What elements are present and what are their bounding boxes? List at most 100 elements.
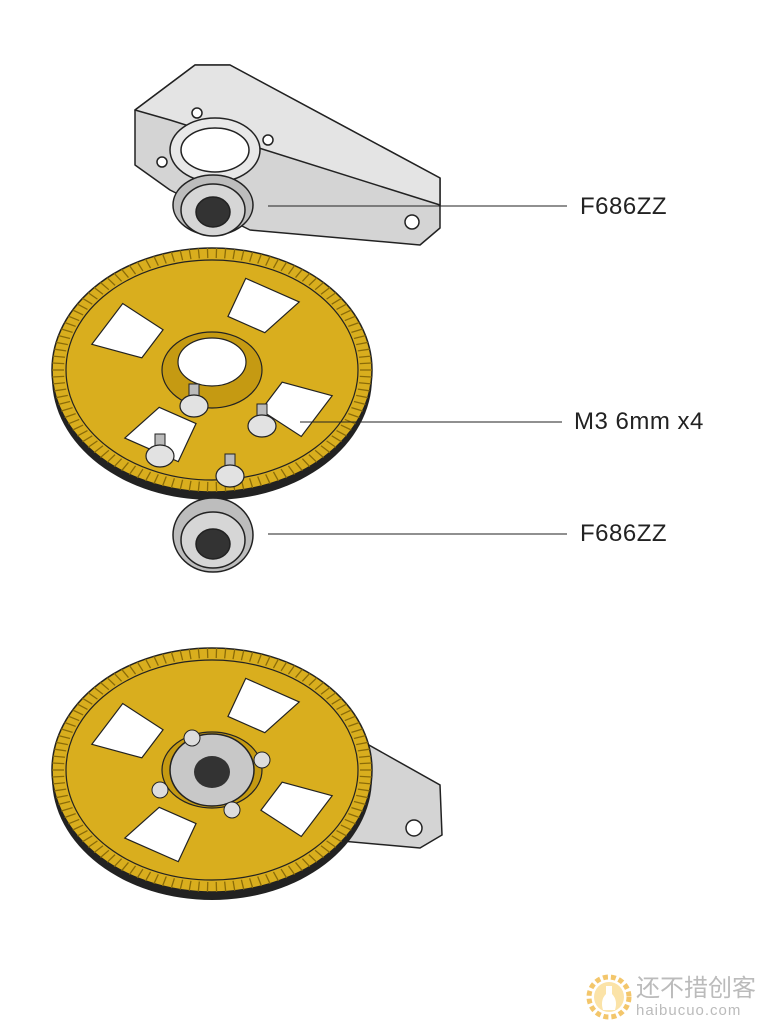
gear-tooth: [356, 341, 368, 346]
watermark-domain: haibucuo.com: [636, 1001, 742, 1019]
gear-tooth: [54, 748, 67, 752]
gear-tooth: [295, 668, 303, 678]
gear-tooth: [61, 328, 73, 333]
gear-tooth: [179, 650, 184, 661]
gear-tooth: [272, 258, 280, 269]
spoke-window: [90, 302, 164, 359]
gear-tooth: [82, 835, 93, 843]
gear-tooth: [52, 775, 65, 778]
gear-tooth: [136, 868, 144, 879]
screw-head: [215, 464, 245, 488]
gear-tooth: [265, 256, 271, 266]
gear-tooth: [82, 297, 93, 305]
gear-tooth: [326, 692, 337, 700]
gear-tooth: [336, 303, 347, 311]
gear-tooth: [77, 303, 88, 311]
gear-tooth: [344, 715, 356, 722]
gear-tooth: [359, 375, 372, 378]
gear-tooth: [358, 382, 372, 385]
gear-tooth: [58, 400, 71, 406]
gear-tooth: [301, 858, 311, 868]
gear-tooth: [314, 449, 324, 458]
spoke-window: [227, 677, 301, 734]
label-top-bearing: F686ZZ: [580, 193, 668, 220]
gear-tooth: [272, 471, 280, 482]
gear-tooth: [265, 656, 271, 666]
gear-tooth: [197, 481, 200, 492]
spoke-window: [123, 806, 197, 863]
gear-tooth: [136, 661, 144, 672]
gear-tooth: [179, 479, 184, 490]
gear-tooth: [58, 734, 71, 740]
gear-tooth: [93, 686, 104, 695]
gear-tooth: [113, 458, 123, 468]
gear-tooth: [320, 286, 331, 295]
gear-tooth: [280, 468, 288, 479]
gear-tooth: [257, 653, 263, 664]
gear-tooth: [144, 658, 152, 669]
gear-tooth: [121, 862, 129, 872]
gear-tooth: [232, 880, 236, 891]
gear-tooth: [153, 874, 159, 884]
gear-tooth: [320, 445, 331, 454]
gear-tooth: [340, 424, 352, 431]
gear-tooth: [58, 334, 71, 340]
gear-tooth: [348, 412, 360, 419]
gear-tooth: [144, 871, 152, 882]
gear-tooth: [314, 282, 324, 291]
gear-tooth: [308, 454, 318, 463]
gear-tooth: [348, 812, 360, 819]
gear-tooth: [128, 265, 137, 275]
gear-tooth: [93, 286, 104, 295]
gear-tooth: [61, 807, 73, 812]
gear-tooth: [331, 835, 342, 843]
gear-tooth: [224, 248, 227, 259]
screw-head: [223, 801, 241, 819]
gear-tooth: [121, 268, 129, 278]
gear-tooth: [197, 881, 200, 892]
gear-tooth: [56, 794, 68, 799]
gear-tooth: [170, 251, 175, 262]
gear-tooth: [224, 648, 227, 659]
spoke-window: [90, 702, 164, 759]
gear-tooth: [52, 355, 66, 358]
gear-tooth: [82, 697, 93, 705]
gear-tooth: [287, 665, 296, 675]
gear-tooth: [353, 334, 366, 340]
gear-tooth: [331, 297, 342, 305]
gear-tooth: [77, 829, 88, 837]
gear-tooth: [356, 794, 368, 799]
gear-tooth: [161, 253, 167, 264]
gear-tooth: [136, 468, 144, 479]
gear-tooth: [359, 762, 372, 765]
gear-tooth: [340, 309, 352, 316]
gear-tooth: [82, 435, 93, 443]
gear-tooth: [106, 677, 116, 686]
gear-tooth: [128, 865, 137, 875]
gear-tooth: [314, 682, 324, 691]
gear-tooth: [52, 375, 65, 378]
gear-tooth: [106, 854, 116, 863]
gear-tooth: [280, 868, 288, 879]
gear-tooth: [64, 812, 76, 819]
gear-tooth: [56, 741, 68, 746]
gear-tooth: [197, 248, 200, 259]
gear-tooth: [179, 879, 184, 890]
screw-head: [247, 414, 277, 438]
gear-tooth: [301, 672, 311, 682]
gear-tooth: [56, 394, 68, 399]
gear-tooth: [295, 462, 303, 472]
gear-tooth: [308, 854, 318, 863]
gear-tooth: [326, 440, 337, 448]
gear-tooth: [287, 265, 296, 275]
gear-tooth: [87, 840, 98, 848]
gear-tooth: [61, 407, 73, 412]
gear-tooth: [336, 429, 347, 437]
gear-tooth: [265, 474, 271, 484]
gear-tooth: [357, 388, 370, 392]
gear-tooth: [295, 268, 303, 278]
gear-tooth: [331, 697, 342, 705]
gear-tooth: [249, 651, 254, 662]
gear-tooth: [52, 382, 66, 385]
gear-tooth: [188, 880, 192, 891]
